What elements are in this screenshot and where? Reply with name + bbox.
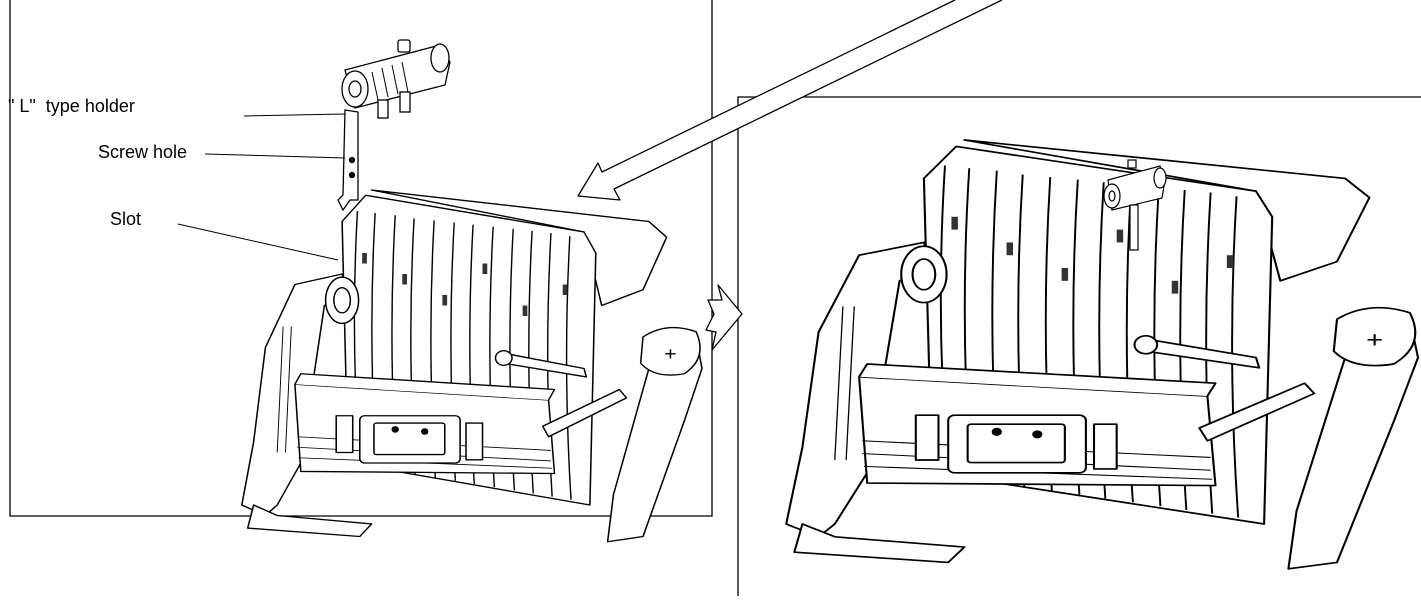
accessory-scope-left: [337, 39, 451, 212]
insert-arrow-icon: [577, 0, 1003, 201]
left-panel-frame: [9, 0, 713, 517]
leader-line-slot: [177, 223, 339, 261]
leader-lines: [177, 113, 346, 261]
callout-l-type-holder: " L" type holder: [8, 96, 135, 116]
callout-screw-hole: Screw hole: [98, 142, 188, 162]
accessory-scope-right: [1103, 159, 1167, 251]
fixture-left: [241, 189, 703, 543]
transition-arrow-icon: [705, 284, 743, 351]
leader-line-screw-hole: [204, 153, 346, 159]
leader-line-l-holder: [243, 113, 346, 117]
callout-slot: Slot: [110, 209, 142, 229]
fixture-right: [785, 138, 1420, 570]
right-panel-frame: [737, 96, 1421, 596]
